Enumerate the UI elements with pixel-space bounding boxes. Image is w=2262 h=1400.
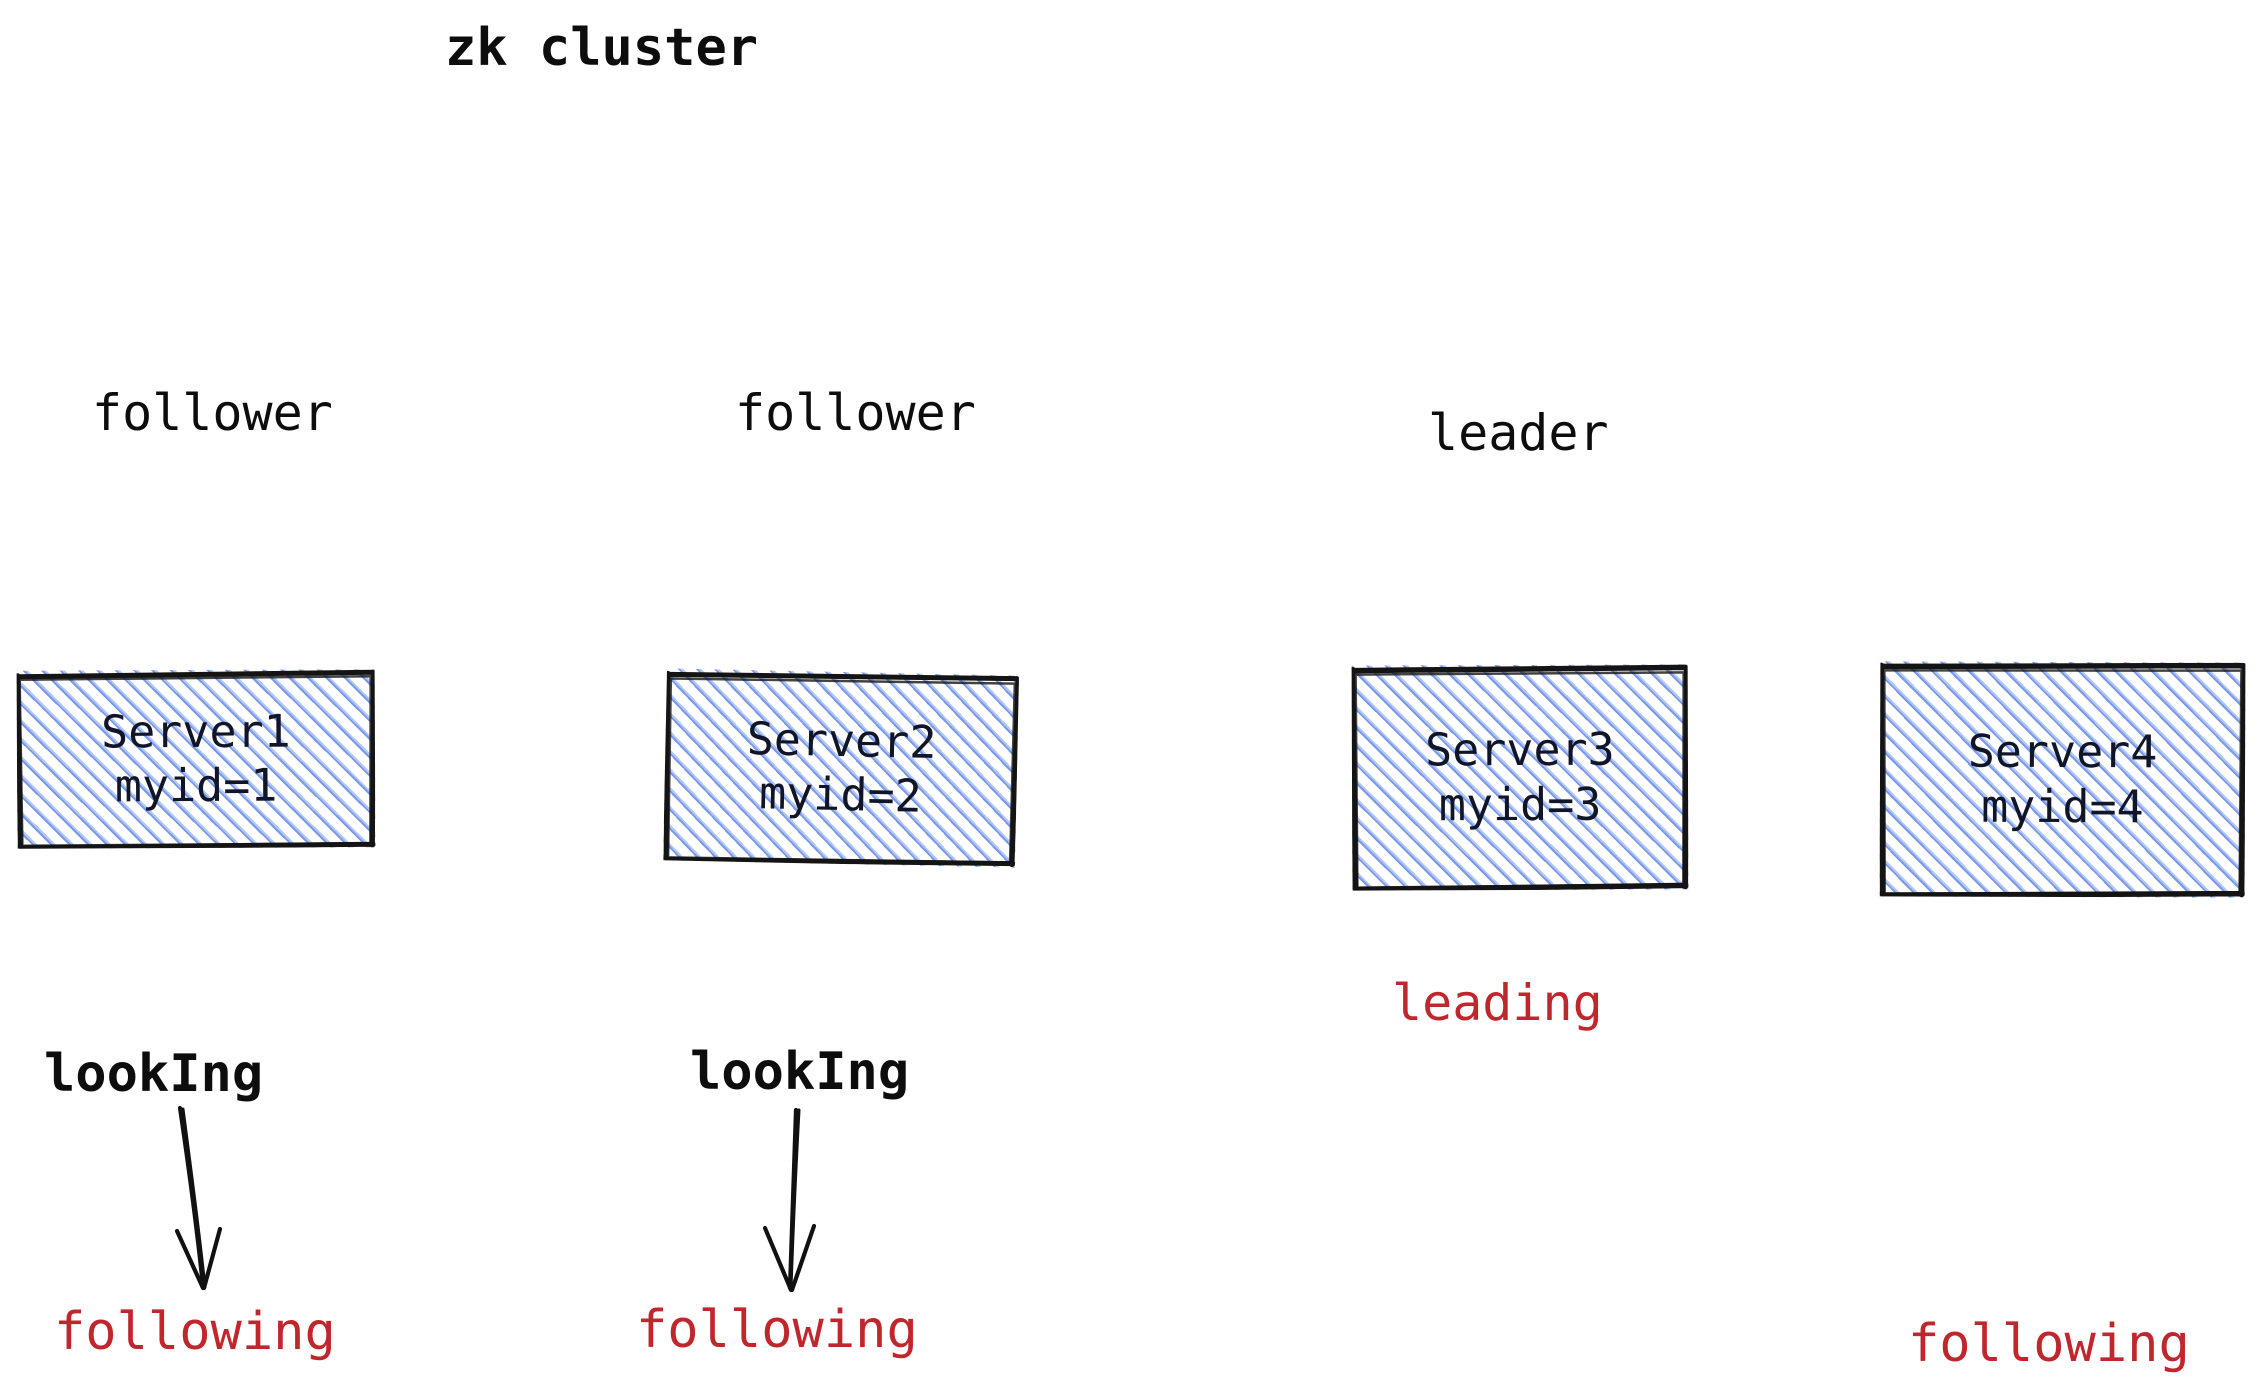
node-server1[interactable]: Server1 myid=1 (16, 669, 376, 849)
node-server2-text: Server2 myid=2 (663, 668, 1019, 867)
state-leading-server3: leading (1392, 974, 1603, 1032)
node-server4-name: Server4 (1967, 724, 2158, 779)
node-server4-text: Server4 myid=4 (1880, 661, 2246, 897)
node-server3-name: Server3 (1424, 722, 1615, 777)
node-server3-myid: myid=3 (1438, 777, 1602, 831)
state-looking-server2: lookIng (690, 1042, 910, 1102)
node-server2[interactable]: Server2 myid=2 (663, 668, 1019, 868)
node-server1-text: Server1 myid=1 (17, 669, 376, 849)
state-following-server2: following (636, 1300, 918, 1360)
state-following-server1: following (54, 1302, 336, 1362)
transition-arrow-server2 (762, 1107, 817, 1293)
node-server1-name: Server1 (100, 704, 291, 759)
role-label-server1: follower (92, 384, 333, 442)
state-following-server4: following (1908, 1314, 2190, 1374)
page-title: zk cluster (445, 18, 759, 78)
node-server2-myid: myid=2 (758, 766, 923, 823)
role-label-server3: leader (1428, 404, 1609, 462)
node-server3[interactable]: Server3 myid=3 (1351, 664, 1689, 891)
node-server2-name: Server2 (746, 711, 937, 769)
node-server4-myid: myid=4 (1981, 779, 2144, 833)
role-label-server2: follower (735, 384, 976, 442)
node-server3-text: Server3 myid=3 (1352, 664, 1689, 890)
state-looking-server1: lookIng (44, 1044, 264, 1104)
node-server1-myid: myid=1 (114, 758, 278, 813)
node-server4[interactable]: Server4 myid=4 (1879, 661, 2246, 898)
transition-arrow-server1 (174, 1105, 223, 1291)
